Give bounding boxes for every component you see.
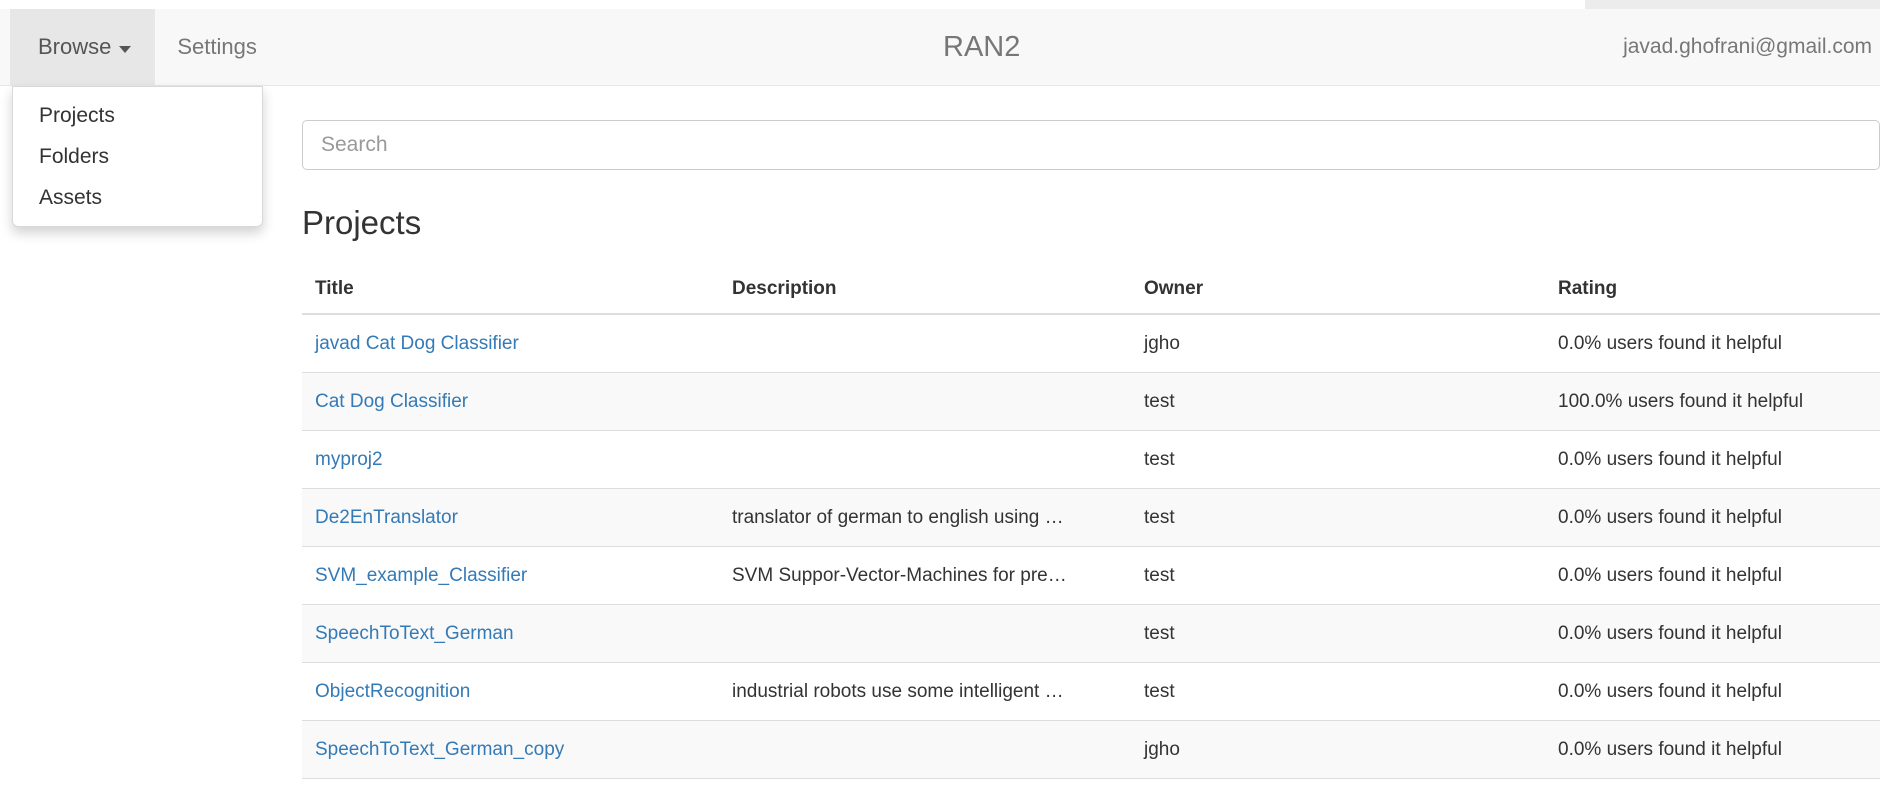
project-description bbox=[719, 604, 1131, 663]
project-owner: test bbox=[1131, 488, 1545, 547]
project-title-link[interactable]: SpeechToText_German_copy bbox=[315, 739, 565, 760]
dropdown-item-label[interactable]: Folders bbox=[39, 145, 110, 168]
projects-table: Title Description Owner Rating javad Cat… bbox=[302, 265, 1880, 779]
project-description bbox=[719, 313, 1131, 373]
project-owner: test bbox=[1131, 372, 1545, 431]
table-row: De2EnTranslator translator of german to … bbox=[302, 488, 1880, 547]
dropdown-item[interactable]: Folders bbox=[13, 136, 262, 177]
caret-down-icon bbox=[119, 45, 132, 53]
column-header-rating: Rating bbox=[1545, 265, 1880, 315]
table-row: Cat Dog Classifier test 100.0% users fou… bbox=[302, 372, 1880, 431]
project-rating: 0.0% users found it helpful bbox=[1545, 313, 1880, 373]
project-rating: 100.0% users found it helpful bbox=[1545, 372, 1880, 431]
main-content: Projects Title Description Owner Rating bbox=[302, 120, 1880, 779]
browse-dropdown-menu: Projects Folders Assets bbox=[12, 86, 263, 227]
project-owner: jgho bbox=[1131, 313, 1545, 373]
project-title-link[interactable]: Cat Dog Classifier bbox=[315, 391, 469, 412]
project-rating: 0.0% users found it helpful bbox=[1545, 488, 1880, 547]
project-rating: 0.0% users found it helpful bbox=[1545, 662, 1880, 721]
browse-menu-label: Browse bbox=[38, 34, 112, 59]
top-right-corner bbox=[1585, 0, 1880, 9]
project-title-link[interactable]: ObjectRecognition bbox=[315, 681, 471, 702]
project-description: industrial robots use some intelligent … bbox=[719, 662, 1131, 721]
browse-menu-button[interactable]: Browse bbox=[10, 9, 156, 85]
project-description bbox=[719, 372, 1131, 431]
project-description: translator of german to english using … bbox=[719, 488, 1131, 547]
dropdown-item[interactable]: Assets bbox=[13, 177, 262, 218]
project-title-link[interactable]: De2EnTranslator bbox=[315, 507, 458, 528]
table-row: myproj2 test 0.0% users found it helpful bbox=[302, 430, 1880, 489]
project-rating: 0.0% users found it helpful bbox=[1545, 604, 1880, 663]
dropdown-item[interactable]: Projects bbox=[13, 95, 262, 136]
project-rating: 0.0% users found it helpful bbox=[1545, 720, 1880, 779]
table-row: SpeechToText_German test 0.0% users foun… bbox=[302, 604, 1880, 663]
column-header-title: Title bbox=[302, 265, 719, 315]
nav-item-settings[interactable]: Settings bbox=[177, 34, 257, 59]
app-title: RAN2 bbox=[943, 30, 1021, 63]
project-owner: jgho bbox=[1131, 720, 1545, 779]
browser-edge-strip bbox=[0, 0, 1880, 9]
project-owner: test bbox=[1131, 546, 1545, 605]
project-description: SVM Suppor-Vector-Machines for pre… bbox=[719, 546, 1131, 605]
dropdown-item-label[interactable]: Assets bbox=[39, 186, 103, 209]
column-header-owner: Owner bbox=[1131, 265, 1545, 315]
project-description bbox=[719, 720, 1131, 779]
page-title: Projects bbox=[302, 204, 422, 241]
project-title-link[interactable]: SVM_example_Classifier bbox=[315, 565, 528, 586]
project-owner: test bbox=[1131, 662, 1545, 721]
search-input[interactable] bbox=[302, 120, 1880, 170]
project-rating: 0.0% users found it helpful bbox=[1545, 546, 1880, 605]
dropdown-item-label[interactable]: Projects bbox=[39, 104, 115, 127]
project-title-link[interactable]: myproj2 bbox=[315, 449, 383, 470]
project-owner: test bbox=[1131, 430, 1545, 489]
table-body: javad Cat Dog Classifier jgho 0.0% users… bbox=[302, 313, 1880, 779]
table-row: javad Cat Dog Classifier jgho 0.0% users… bbox=[302, 313, 1880, 373]
table-row: SpeechToText_German_copy jgho 0.0% users… bbox=[302, 720, 1880, 779]
column-header-description: Description bbox=[719, 265, 1131, 315]
table-header-row: Title Description Owner Rating bbox=[302, 265, 1880, 315]
project-description bbox=[719, 430, 1131, 489]
project-title-link[interactable]: javad Cat Dog Classifier bbox=[315, 333, 519, 354]
navbar: Browse Settings RAN2 javad.ghofrani@gmai… bbox=[0, 9, 1880, 86]
user-email[interactable]: javad.ghofrani@gmail.com bbox=[1623, 35, 1872, 58]
table-row: ObjectRecognition industrial robots use … bbox=[302, 662, 1880, 721]
project-owner: test bbox=[1131, 604, 1545, 663]
table-row: SVM_example_Classifier SVM Suppor-Vector… bbox=[302, 546, 1880, 605]
project-rating: 0.0% users found it helpful bbox=[1545, 430, 1880, 489]
project-title-link[interactable]: SpeechToText_German bbox=[315, 623, 514, 644]
